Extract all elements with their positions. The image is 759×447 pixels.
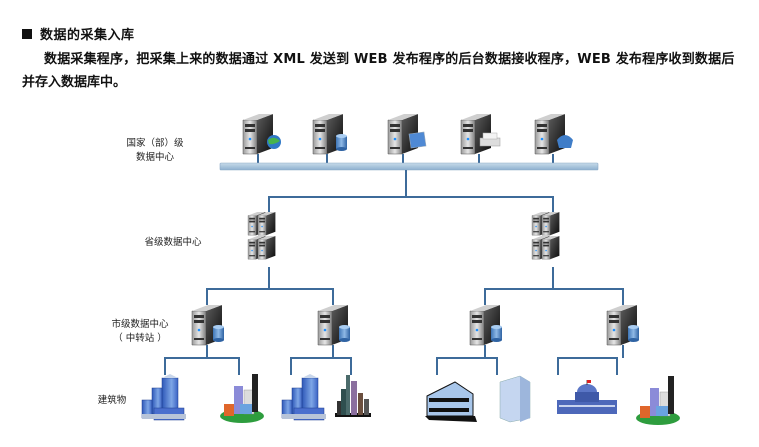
national-connectors bbox=[257, 154, 554, 164]
paragraph-line-2: 并存入数据库中。 bbox=[22, 75, 127, 90]
national-level-label: 国家（部）级 数据中心 bbox=[110, 137, 200, 165]
national-label-line2: 数据中心 bbox=[135, 152, 174, 163]
server-printer-icon bbox=[460, 113, 501, 155]
national-label-line1: 国家（部）级 bbox=[126, 138, 184, 149]
city-label-line2: （ 中转站 ） bbox=[113, 333, 167, 344]
connector bbox=[484, 288, 624, 305]
city-server bbox=[606, 304, 639, 346]
connector bbox=[206, 288, 334, 305]
provincial-server-cluster-right bbox=[532, 212, 559, 259]
paragraph-line-1: 数据采集程序，把采集上来的数据通过 XML 发送到 WEB 发布程序的后台数据接… bbox=[44, 52, 735, 67]
connector bbox=[436, 357, 498, 375]
server-phone-icon bbox=[534, 113, 573, 155]
section-title: 数据的采集入库 bbox=[40, 28, 135, 43]
square-bullet-icon bbox=[22, 29, 32, 39]
network-bus bbox=[219, 162, 599, 171]
city-to-building-lines bbox=[164, 345, 624, 375]
server-monitor-icon bbox=[387, 113, 427, 155]
connector bbox=[557, 357, 618, 375]
city-server bbox=[317, 304, 350, 346]
city-label-line1: 市级数据中心 bbox=[111, 319, 169, 330]
buildings-level-label: 建筑物 bbox=[97, 395, 127, 406]
city-campus-icon bbox=[635, 375, 681, 426]
provincial-server-cluster-left bbox=[248, 212, 275, 259]
government-building-icon bbox=[556, 379, 618, 415]
section-heading: 数据的采集入库 bbox=[22, 24, 135, 43]
city-server bbox=[469, 304, 502, 346]
connector bbox=[164, 357, 240, 375]
skyscrapers-icon bbox=[335, 375, 371, 417]
server-database-icon bbox=[312, 113, 347, 155]
server-globe-icon bbox=[242, 113, 281, 155]
connector bbox=[290, 357, 352, 375]
city-level-label: 市级数据中心 （ 中转站 ） bbox=[95, 318, 185, 346]
office-complex-icon bbox=[281, 373, 327, 421]
provincial-to-city-lines bbox=[206, 267, 624, 305]
provincial-level-label: 省级数据中心 bbox=[144, 237, 202, 248]
connector bbox=[268, 196, 554, 214]
office-complex-icon bbox=[141, 373, 187, 421]
trunk-lines bbox=[268, 170, 554, 214]
national-servers bbox=[242, 113, 573, 155]
city-campus-icon bbox=[219, 373, 265, 424]
modern-building-icon bbox=[424, 381, 478, 423]
city-server bbox=[191, 304, 224, 346]
tower-block-icon bbox=[499, 375, 531, 423]
